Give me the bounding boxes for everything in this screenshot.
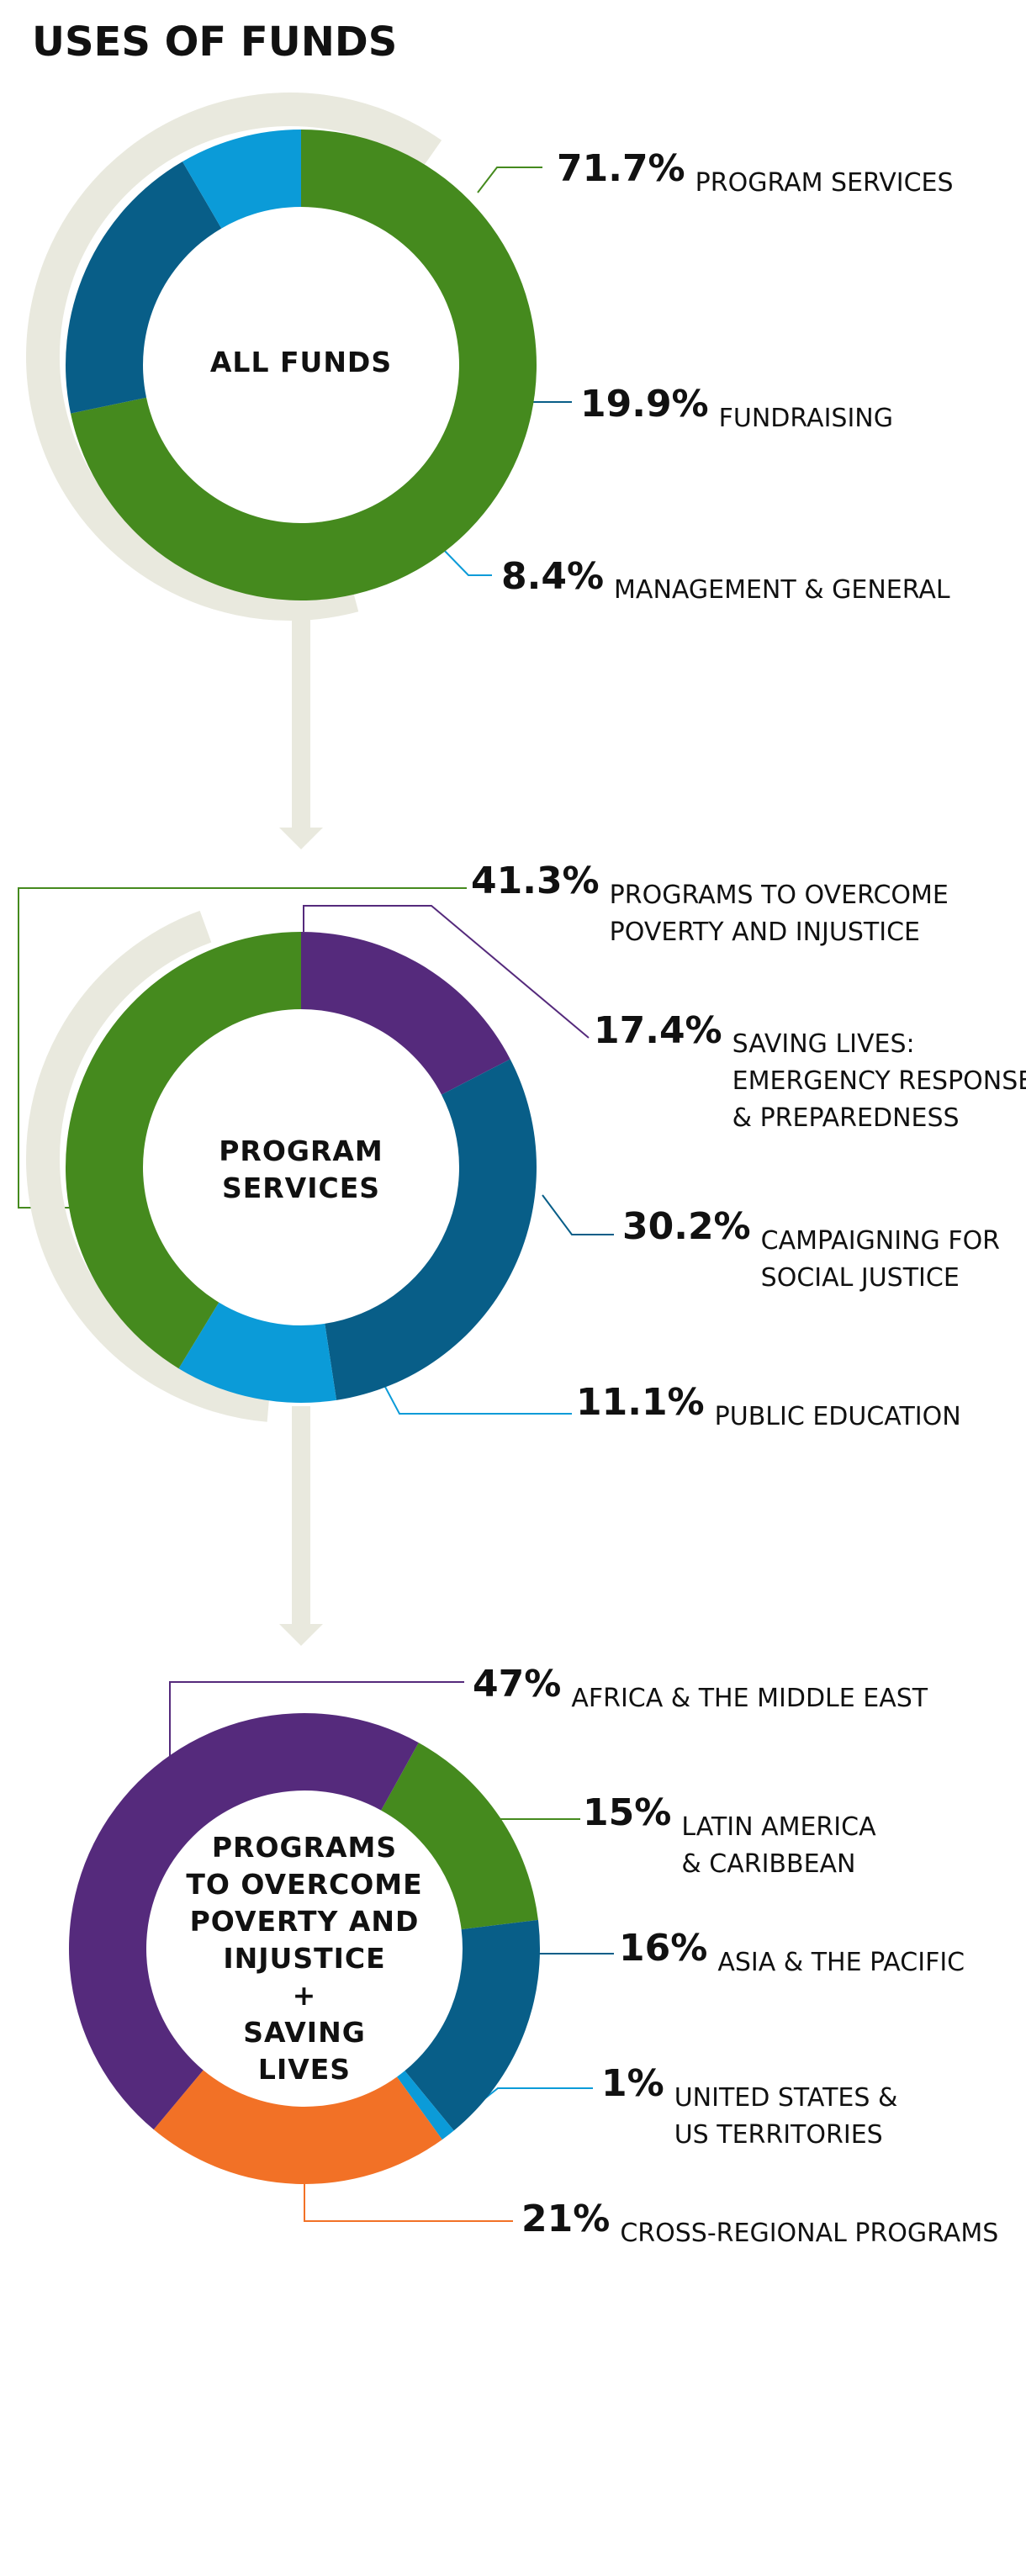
slice-category-label: LATIN AMERICA <box>681 1812 876 1842</box>
slice-percent-label: 19.9% <box>580 383 709 426</box>
donut-center-label: SAVING <box>243 2016 366 2049</box>
slice-category-label: & PREPAREDNESS <box>732 1103 960 1133</box>
slice-category-label: POVERTY AND INJUSTICE <box>610 918 920 947</box>
slice-programs-to-overcome <box>65 932 301 1369</box>
slice-percent-label: 17.4% <box>594 1009 722 1052</box>
slice-percent-label: 1% <box>601 2062 664 2105</box>
label-layer: 71.7% PROGRAM SERVICES 19.9% FUNDRAISING 8.4… <box>471 147 1026 2248</box>
slice-fundraising <box>66 161 222 414</box>
donut-chart-1: ALL FUNDS <box>26 93 537 621</box>
leader-line-campaigning-for <box>542 1194 614 1235</box>
leader-line-africa-and-the-middle-east <box>169 1681 464 1757</box>
slice-public-education <box>178 1302 337 1403</box>
slice-category-label: US TERRITORIES <box>674 2120 883 2150</box>
slice-percent-label: 71.7% <box>557 147 685 190</box>
slice-percent-label: 8.4% <box>501 555 604 598</box>
slice-category-label: & CARIBBEAN <box>681 1849 855 1879</box>
slice-category-label: CAMPAIGNING FOR <box>761 1226 1000 1256</box>
slice-percent-label: 47% <box>473 1663 561 1706</box>
slice-category-label: SOCIAL JUSTICE <box>761 1263 960 1293</box>
slice-category-label: PUBLIC EDUCATION <box>715 1402 961 1431</box>
slice-management-and-general <box>182 130 301 229</box>
slice-percent-label: 15% <box>583 1791 671 1834</box>
flow-arrow-shaft <box>292 1406 310 1631</box>
donut-center-label: PROGRAMS <box>212 1831 397 1864</box>
page-title: USES OF FUNDS <box>32 19 397 66</box>
donut-center-label: + <box>293 1979 317 2012</box>
slice-category-label: UNITED STATES & <box>674 2083 898 2113</box>
donut-center-label: PROGRAM <box>219 1135 383 1167</box>
donut-layer: ALL FUNDS PROGRAM SERVICES PROGRAMS TO OVERC… <box>26 93 540 2185</box>
leader-line-saving-lives <box>303 905 590 1039</box>
donut-center-label: POVERTY AND <box>190 1905 420 1938</box>
slice-latin-america <box>381 1743 538 1930</box>
leader-line-program-services <box>477 167 542 193</box>
donut-center-label: LIVES <box>258 2053 351 2086</box>
donut-center-label: TO OVERCOME <box>186 1868 422 1901</box>
donut-center-label: SERVICES <box>222 1172 380 1204</box>
slice-percent-label: 21% <box>521 2198 610 2240</box>
connector-layer <box>18 167 614 2222</box>
donut-center-label: ALL FUNDS <box>210 346 392 378</box>
slice-percent-label: 30.2% <box>622 1205 751 1248</box>
donut-chart-2: PROGRAM SERVICES <box>26 910 537 1422</box>
flow-arrow-shaft <box>292 610 310 834</box>
slice-program-services <box>71 130 537 600</box>
slice-category-label: CROSS-REGIONAL PROGRAMS <box>620 2219 998 2248</box>
slice-category-label: PROGRAMS TO OVERCOME <box>610 881 949 910</box>
slice-percent-label: 16% <box>619 1927 707 1970</box>
slice-category-label: ASIA & THE PACIFIC <box>717 1948 965 1977</box>
slice-saving-lives <box>301 932 510 1095</box>
donut-chart-3: PROGRAMS TO OVERCOME POVERTY AND INJUSTICE +… <box>69 1713 540 2185</box>
slice-cross-regional-programs <box>153 2070 442 2185</box>
flow-arrow-head <box>279 828 323 849</box>
slice-category-label: FUNDRAISING <box>719 404 893 433</box>
leader-line-public-education <box>384 1386 572 1415</box>
slice-campaigning-for <box>325 1059 537 1400</box>
slice-category-label: EMERGENCY RESPONSE <box>732 1066 1026 1096</box>
ring-halo <box>26 910 271 1422</box>
ring-halo <box>26 93 442 621</box>
leader-line-cross-regional-programs <box>304 2184 513 2222</box>
slice-category-label: AFRICA & THE MIDDLE EAST <box>571 1684 928 1713</box>
slice-percent-label: 41.3% <box>471 860 600 902</box>
slice-category-label: SAVING LIVES: <box>732 1029 915 1059</box>
slice-asia-and-the-pacific <box>405 1919 540 2131</box>
slice-united-states-and <box>396 2071 454 2140</box>
slice-category-label: MANAGEMENT & GENERAL <box>614 575 950 605</box>
slice-category-label: PROGRAM SERVICES <box>695 168 954 198</box>
slice-africa-and-the-middle-east <box>69 1713 419 2130</box>
flow-arrow-head <box>279 1624 323 1646</box>
slice-percent-label: 11.1% <box>576 1381 705 1424</box>
leader-line-management-and-general <box>438 544 492 576</box>
donut-center-label: INJUSTICE <box>223 1942 385 1975</box>
